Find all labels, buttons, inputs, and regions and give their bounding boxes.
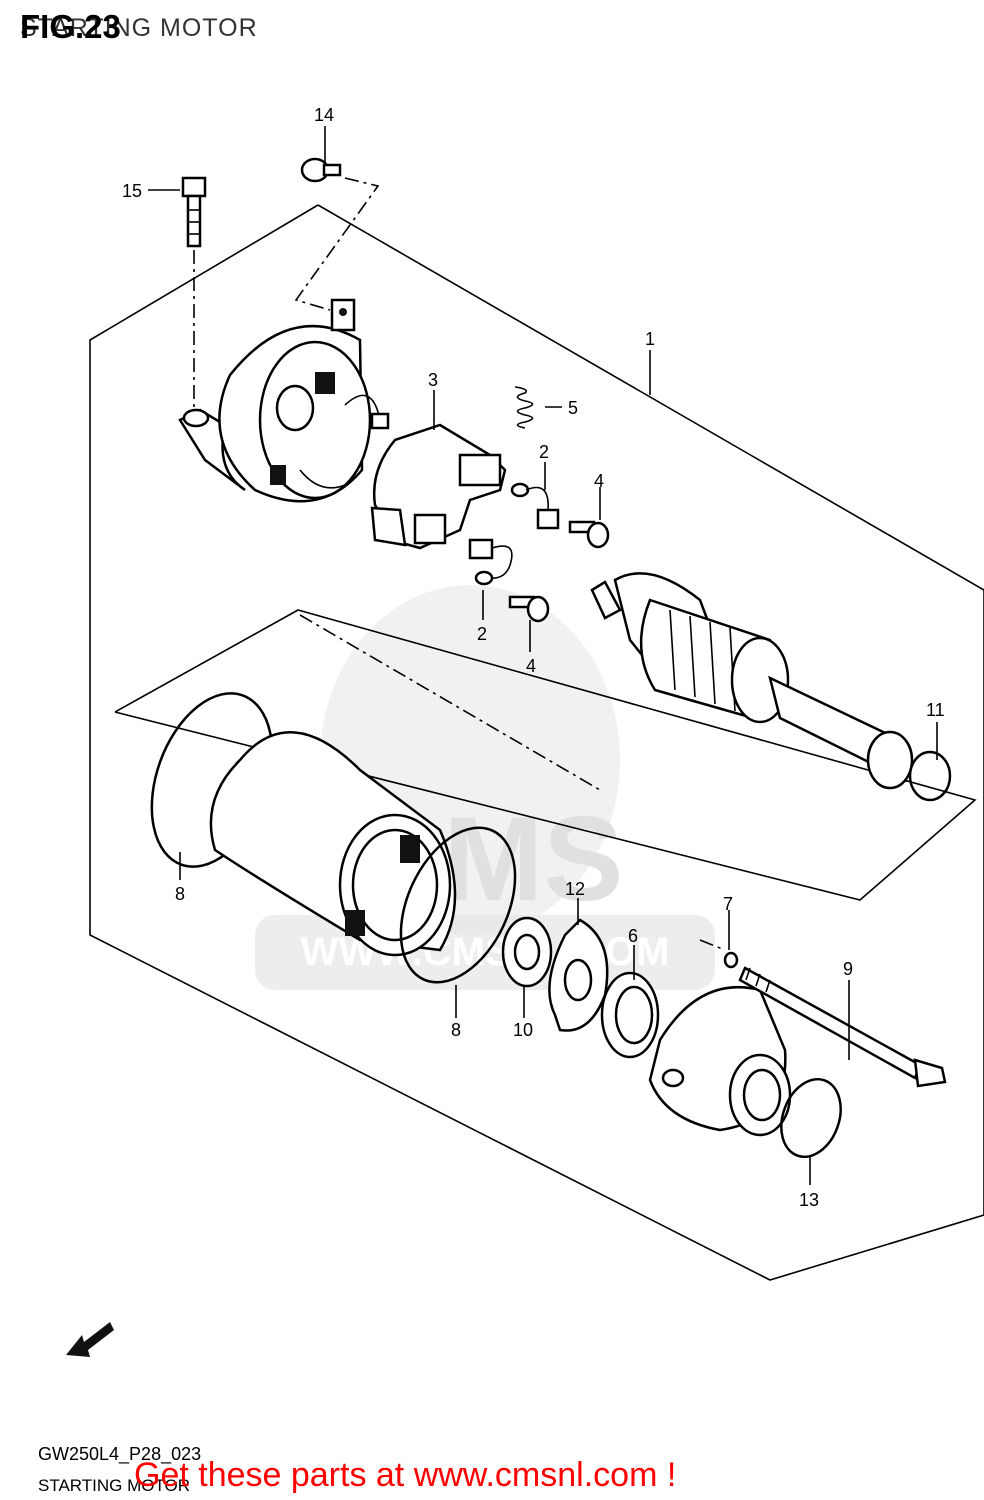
callout-1: 1 [645, 329, 655, 349]
o-ring-7 [723, 951, 739, 969]
screw-guide-line [294, 177, 380, 311]
parts-link[interactable]: Get these parts at www.cmsnl.com ! [134, 1456, 677, 1494]
armature [590, 572, 914, 790]
brush-lower-2 [468, 538, 513, 586]
callout-10: 10 [513, 1020, 533, 1040]
diagram-subtitle: STARTING MOTOR [20, 14, 258, 42]
callout-8-left: 8 [175, 884, 185, 904]
screw-14 [300, 157, 342, 183]
through-bolt-9 [738, 966, 947, 1088]
diagram-title: FIG.23 [20, 8, 121, 45]
armature-axis-line [299, 614, 601, 791]
leader-lines [148, 126, 938, 1185]
diagram-name: STARTING MOTOR [38, 1476, 191, 1495]
callout-12: 12 [565, 879, 585, 899]
o-ring-right-8 [399, 826, 517, 984]
brush-holder-3 [370, 423, 507, 550]
callout-11: 11 [926, 700, 945, 720]
assembly-box-outline [89, 204, 984, 1281]
callout-5: 5 [568, 398, 578, 418]
yoke [209, 731, 457, 957]
callout-9: 9 [843, 959, 853, 979]
callout-14: 14 [314, 105, 334, 125]
callout-6: 6 [628, 926, 638, 946]
diagram-code: GW250L4_P28_023 [38, 1444, 202, 1464]
washer-10 [501, 916, 553, 988]
through-bolt-15 [181, 176, 207, 248]
fwd-arrow-icon: FWD [66, 1318, 114, 1357]
brush-upper-2 [510, 482, 560, 530]
armature-box-outline [114, 609, 977, 901]
screw-upper-4 [568, 520, 610, 549]
callout-4-upper: 4 [594, 471, 604, 491]
callout-3: 3 [428, 370, 438, 390]
callout-8-right: 8 [451, 1020, 461, 1040]
oil-seal-6 [600, 971, 660, 1059]
callout-7: 7 [723, 894, 733, 914]
callout-2-lower: 2 [477, 624, 487, 644]
circlip-11 [908, 750, 952, 802]
callout-2-upper: 2 [539, 442, 549, 462]
callout-15: 15 [122, 181, 142, 201]
front-housing [648, 985, 792, 1137]
rear-housing [178, 298, 390, 503]
o-ring-13 [780, 1077, 842, 1159]
lock-plate-12 [548, 918, 609, 1032]
callout-4-lower: 4 [526, 656, 536, 676]
screw-lower-4 [508, 595, 550, 623]
callout-13: 13 [799, 1190, 819, 1210]
spring-5 [514, 386, 534, 429]
o-ring-guide [699, 939, 726, 951]
